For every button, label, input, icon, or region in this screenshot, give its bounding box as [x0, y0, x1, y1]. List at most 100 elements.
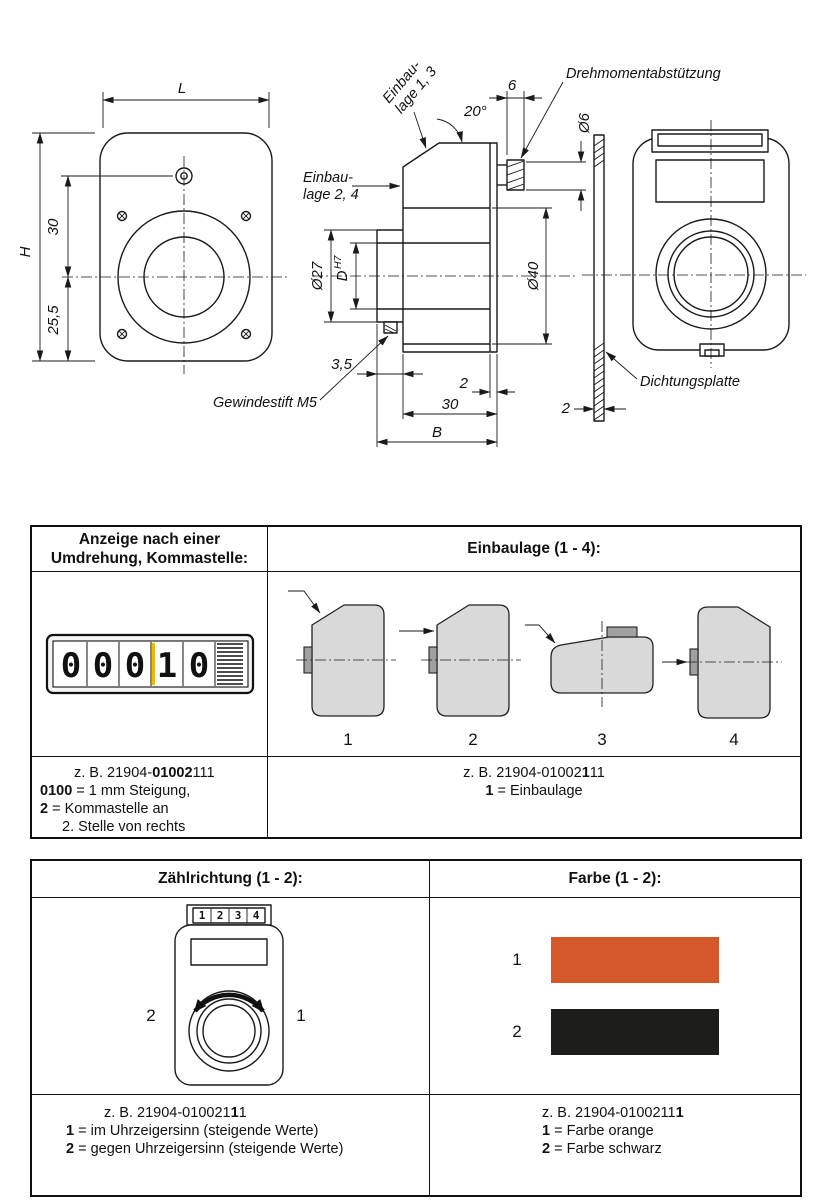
- swatch-number: 1: [512, 950, 522, 969]
- display-digit: 2: [216, 909, 223, 922]
- zaehlrichtung-figure-cell: 1 2 3 4 2 1: [32, 898, 430, 1095]
- dim-30-section: 30: [402, 396, 498, 418]
- technical-drawing: L H 30 25,5: [17, 58, 806, 447]
- header-zaehlrichtung: Zählrichtung (1 - 2):: [32, 861, 430, 898]
- annotation-einbaulage-2-4: Einbau- lage 2, 4: [303, 170, 401, 203]
- einbaulage-figure-3: [525, 621, 654, 707]
- color-swatch-orange: [551, 937, 719, 983]
- dim-label-dia27: Ø27: [309, 261, 326, 291]
- dim-label-2-plate: 2: [561, 400, 571, 417]
- legend-line: 2. Stelle von rechts: [62, 819, 186, 835]
- front-view: L H 30 25,5: [17, 80, 288, 374]
- drehmoment-label: Drehmomentabstützung: [566, 66, 721, 82]
- zaehlrichtung-figure: 1 2 3 4 2 1: [146, 904, 305, 1086]
- counter-digit: 0: [60, 646, 80, 686]
- einbaulage-figure-4: [662, 606, 782, 719]
- annotation-drehmomentabstuetzung: Drehmomentabstützung: [520, 66, 721, 159]
- dim-L: L: [102, 80, 270, 128]
- dim-label-30: 30: [45, 218, 62, 235]
- legend-line: 1 = Einbaulage: [485, 783, 583, 799]
- dim-label-dia6: Ø6: [576, 112, 593, 134]
- counter-display-cell: 0 0 0 1 0: [32, 572, 268, 757]
- farbe-code-note: z. B. 21904-01002111 1 = Farbe orange 2 …: [430, 1095, 800, 1195]
- dim-dia40: Ø40: [492, 207, 552, 345]
- einbaulage-figure-1: [288, 590, 396, 717]
- legend-line: 1 = im Uhrzeigersinn (steigende Werte): [66, 1123, 319, 1139]
- zaehlrichtung-code-note: z. B. 21904-01002111 1 = im Uhrzeigersin…: [32, 1095, 430, 1195]
- figure-number-1: 1: [343, 730, 352, 749]
- example-code: z. B. 21904-01002111: [104, 1105, 247, 1121]
- dim-25-5: 25,5: [45, 276, 72, 362]
- screw-holes: [116, 210, 252, 340]
- example-code: z. B. 21904-01002111: [542, 1105, 684, 1121]
- legend-line: 1 = Farbe orange: [542, 1123, 654, 1139]
- einbaulage24-line2: lage 2, 4: [303, 187, 359, 203]
- figure-number-3: 3: [597, 730, 606, 749]
- dim-2-plate: 2: [561, 400, 626, 417]
- farbe-swatches-cell: 1 2: [430, 898, 800, 1095]
- table-zaehlrichtung-farbe: Zählrichtung (1 - 2): Farbe (1 - 2): 1 2…: [30, 859, 802, 1197]
- gewindestift-label: Gewindestift M5: [213, 395, 318, 411]
- swatch-row-black: 2: [511, 1009, 719, 1055]
- direction-label-cw: 1: [296, 1006, 305, 1025]
- anzeige-code-note: z. B. 21904-01002111 0100 = 1 mm Steigun…: [32, 757, 268, 837]
- dim-label-30b: 30: [442, 396, 459, 413]
- swatch-number: 2: [512, 1022, 522, 1041]
- dim-label-L: L: [178, 80, 186, 97]
- angle-20: 20°: [436, 103, 487, 143]
- legend-line: 2 = Kommastelle an: [40, 801, 169, 817]
- dim-label-H7: H7: [332, 254, 344, 269]
- counter-digit: 1: [156, 646, 176, 686]
- dichtungsplatte-label: Dichtungsplatte: [640, 374, 740, 390]
- header-anzeige-line1: Anzeige nach einer: [78, 530, 221, 548]
- torque-pin: [497, 159, 525, 191]
- header-anzeige: Anzeige nach einer Umdrehung, Kommastell…: [32, 527, 268, 572]
- dim-6: 6: [489, 77, 542, 155]
- einbaulage-figures: 1 2 3 4: [288, 590, 782, 749]
- set-screw: [383, 321, 398, 334]
- dim-dia27: Ø27: [309, 229, 377, 323]
- dim-label-3-5: 3,5: [331, 356, 353, 373]
- example-code: z. B. 21904-01002111: [463, 765, 605, 781]
- dim-label-dia40: Ø40: [525, 261, 542, 291]
- dim-3-5: 3,5: [331, 324, 423, 447]
- figure-number-2: 2: [468, 730, 477, 749]
- header-anzeige-line2: Umdrehung, Kommastelle:: [50, 550, 249, 567]
- dim-dH7: D H7: [332, 242, 377, 310]
- adjust-wheel-knurl: [216, 643, 243, 685]
- swatch-row-orange: 1: [511, 937, 719, 983]
- counter-digit: 0: [188, 646, 208, 686]
- display-digit: 1: [198, 909, 205, 922]
- header-farbe: Farbe (1 - 2):: [430, 861, 800, 898]
- dim-30: 30: [45, 175, 173, 278]
- side-view: Dichtungsplatte 2: [561, 120, 806, 422]
- example-code: z. B. 21904-01002111: [74, 765, 215, 781]
- counter-display: 0 0 0 1 0: [45, 633, 254, 695]
- header-einbaulage: Einbaulage (1 - 4):: [268, 527, 800, 572]
- annotation-einbaulage-1-3: Einbau- lage 1, 3: [380, 58, 440, 149]
- color-swatch-black: [551, 1009, 719, 1055]
- dim-dia6: Ø6: [526, 112, 593, 211]
- dim-B: B: [376, 424, 498, 446]
- legend-line: 2 = Farbe schwarz: [542, 1141, 662, 1157]
- direction-label-ccw: 2: [146, 1006, 155, 1025]
- dim-label-B: B: [432, 424, 442, 441]
- figure-number-4: 4: [729, 730, 738, 749]
- legend-line: 0100 = 1 mm Steigung,: [40, 783, 191, 799]
- angle-label: 20°: [463, 103, 487, 120]
- table-anzeige-einbaulage: Anzeige nach einer Umdrehung, Kommastell…: [30, 525, 802, 839]
- dim-label-6: 6: [508, 77, 517, 94]
- dim-2-section: 2: [459, 354, 515, 447]
- dim-label-25-5: 25,5: [45, 305, 62, 336]
- dim-H: H: [17, 132, 95, 362]
- legend-line: 2 = gegen Uhrzeigersinn (steigende Werte…: [66, 1141, 344, 1157]
- einbaulage24-line1: Einbau-: [303, 170, 353, 186]
- dim-label-2: 2: [459, 375, 469, 392]
- display-digit: 3: [234, 909, 241, 922]
- counter-digit: 0: [92, 646, 112, 686]
- rotation-arrow: [192, 992, 265, 1013]
- einbaulage-figures-cell: 1 2 3 4: [268, 572, 800, 757]
- annotation-gewindestift: Gewindestift M5: [213, 335, 389, 411]
- dim-label-D: D: [334, 270, 351, 281]
- seal-plate: [593, 134, 605, 422]
